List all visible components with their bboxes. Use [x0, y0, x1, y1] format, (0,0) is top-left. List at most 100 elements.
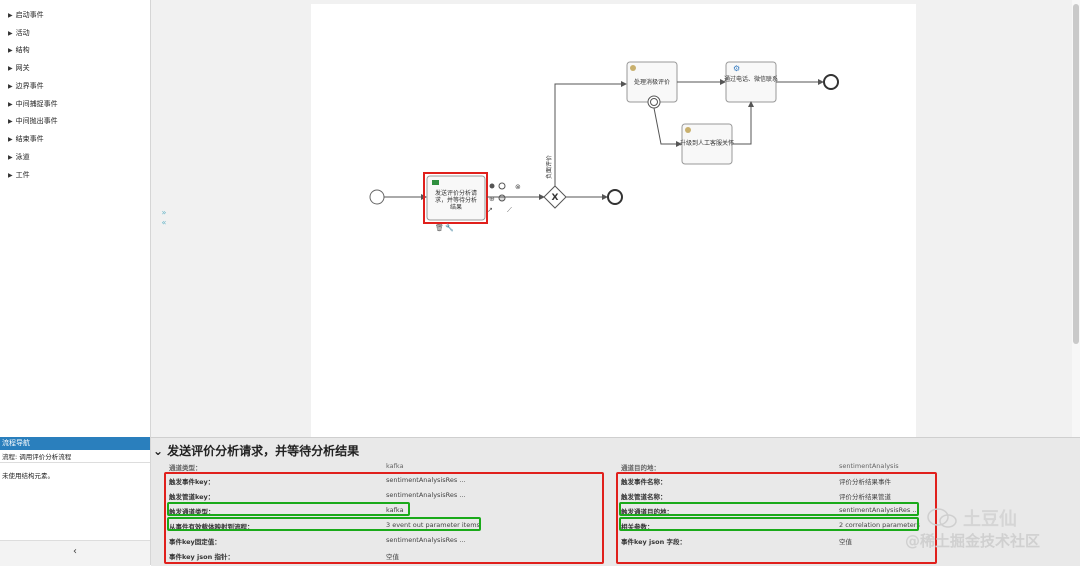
prop-label-channel-type: 通道类型：: [169, 464, 202, 472]
highlight-channel-type: [167, 502, 410, 516]
palette-item-intermediate-throw[interactable]: ▶中间抛出事件: [8, 116, 58, 126]
vertical-scrollbar[interactable]: [1072, 0, 1080, 437]
prop-value-trigger-event-name[interactable]: 评价分析结果事件: [839, 478, 891, 486]
highlight-channel-dest: [619, 502, 919, 516]
prop-label-trigger-channel-type: 触发通道类型：: [169, 508, 215, 516]
palette-item-start-event[interactable]: ▶启动事件: [8, 10, 44, 20]
watermark-sub: @稀土掘金技术社区: [905, 532, 1041, 550]
properties-title-text: 发送评价分析请求，并等待分析结果: [167, 444, 360, 458]
chevron-right-icon: ▶: [8, 29, 13, 37]
highlight-right-props: [616, 472, 937, 564]
prop-label-event-key-json-pointer: 事件key json 指针：: [169, 553, 235, 561]
chevron-right-icon: ▶: [8, 171, 13, 179]
timer-boundary-icon[interactable]: [647, 95, 661, 109]
prop-label-trigger-event-key: 触发事件key：: [169, 478, 215, 486]
prop-value-channel-dest[interactable]: sentimentAnalysis: [839, 462, 899, 470]
nav-process-item[interactable]: 流程: 调用评价分析流程: [0, 451, 150, 463]
prop-value-trigger-event-key[interactable]: sentimentAnalysisRes ...: [386, 476, 466, 484]
palette-item-label: 边界事件: [15, 82, 44, 90]
nav-header: 流程导航: [0, 437, 150, 450]
palette-item-artifact[interactable]: ▶工件: [8, 170, 30, 180]
palette-item-boundary-event[interactable]: ▶边界事件: [8, 81, 44, 91]
envelope-icon: [432, 180, 439, 185]
prop-label-correlation: 相关参数：: [621, 523, 654, 531]
palette-item-structure[interactable]: ▶结构: [8, 45, 30, 55]
chevron-right-icon: ▶: [8, 64, 13, 72]
palette-item-label: 中间抛出事件: [15, 117, 58, 125]
chevron-right-icon: ▶: [8, 11, 13, 19]
task-send-analysis[interactable]: [426, 175, 486, 221]
palette-item-intermediate-catch[interactable]: ▶中间捕捉事件: [8, 99, 58, 109]
chevron-right-icon: ▶: [8, 46, 13, 54]
palette-item-label: 网关: [15, 64, 30, 72]
delete-x-icon[interactable]: ⊗: [515, 183, 521, 191]
prop-value-correlation[interactable]: 2 correlation parameters: [839, 521, 920, 529]
prop-value-trigger-channel-dest[interactable]: sentimentAnalysisRes ...: [839, 506, 919, 514]
palette-item-label: 工件: [15, 171, 30, 179]
palette-item-label: 结构: [15, 46, 30, 54]
chevron-right-icon: ▶: [8, 117, 13, 125]
palette-sidebar: ▶启动事件 ▶活动 ▶结构 ▶网关 ▶边界事件 ▶中间捕捉事件 ▶中间抛出事件 …: [0, 0, 151, 566]
prop-label-payload-mapping: 从事件有效载体映射到流程：: [169, 523, 254, 531]
prop-value-trigger-channel-type[interactable]: kafka: [386, 506, 404, 514]
gateway-shortcut-icon[interactable]: ⊕: [489, 195, 495, 203]
prop-value-channel-type[interactable]: kafka: [386, 462, 404, 470]
prop-label-trigger-channel-dest: 触发通道目的地：: [621, 508, 673, 516]
scrollbar-thumb[interactable]: [1073, 4, 1079, 344]
palette-item-gateway[interactable]: ▶网关: [8, 63, 30, 73]
prop-label-event-key-fixed: 事件key固定值：: [169, 538, 221, 546]
end-event-notify[interactable]: [823, 74, 839, 90]
user-task-icon[interactable]: [489, 183, 495, 189]
palette-item-label: 活动: [15, 29, 30, 37]
palette-item-swimlane[interactable]: ▶泳道: [8, 152, 30, 162]
settings-wrench-icon[interactable]: 🔧: [445, 223, 454, 232]
canvas-area: »« 发送评价分析请求，并等待分析结果 ⊗ ⊕ ↗ ⟋ 🗑: [151, 0, 1080, 437]
highlight-payload-mapping: [167, 517, 481, 531]
collapse-button[interactable]: ‹: [0, 540, 150, 566]
chevron-right-icon: ▶: [8, 100, 13, 108]
gear-icon: ⚙: [733, 64, 740, 73]
prop-value-payload-mapping[interactable]: 3 event out parameter items: [386, 521, 480, 529]
chevron-right-icon: ▶: [8, 153, 13, 161]
prop-value-event-key-json-field[interactable]: 空值: [839, 538, 852, 546]
connect-arrow-icon[interactable]: ↗: [487, 206, 493, 214]
expand-panel-icon[interactable]: »«: [161, 208, 167, 227]
prop-value-trigger-pipe-name[interactable]: 评价分析结果管道: [839, 493, 891, 501]
task-upgrade-label: 升级到人工客服关怀: [680, 139, 734, 147]
chevron-left-icon: ‹: [73, 546, 77, 557]
prop-value-event-key-json-pointer[interactable]: 空值: [386, 553, 399, 561]
highlight-left-props: [164, 472, 604, 564]
properties-title[interactable]: ⌄ 发送评价分析请求，并等待分析结果: [153, 442, 359, 459]
palette-item-label: 泳道: [15, 153, 30, 161]
start-event[interactable]: [369, 189, 385, 205]
palette-item-end-event[interactable]: ▶结束事件: [8, 134, 44, 144]
chevron-down-icon[interactable]: ⌄: [153, 443, 164, 458]
prop-label-trigger-pipe-name: 触发管道名称：: [621, 493, 667, 501]
bpmn-diagram: 发送评价分析请求，并等待分析结果 ⊗ ⊕ ↗ ⟋ 🗑 🔧 X 负面评价: [369, 61, 839, 232]
gateway-symbol: X: [552, 193, 559, 203]
task-handle-label: 处理消极评价: [634, 78, 670, 86]
flow-label-negative: 负面评价: [545, 155, 553, 179]
watermark: 土豆仙 @稀土掘金技术社区: [905, 505, 1075, 553]
chevron-right-icon: ▶: [8, 82, 13, 90]
end-event-default[interactable]: [607, 189, 623, 205]
intermediate-event-icon[interactable]: [498, 194, 506, 202]
palette-item-label: 结束事件: [15, 135, 44, 143]
highlight-selected-task: [423, 172, 488, 224]
diagram-canvas[interactable]: 发送评价分析请求，并等待分析结果 ⊗ ⊕ ↗ ⟋ 🗑 🔧 X 负面评价: [311, 4, 916, 437]
prop-value-event-key-fixed[interactable]: sentimentAnalysisRes ...: [386, 536, 466, 544]
prop-label-event-key-json-field: 事件key json 字段：: [621, 538, 687, 546]
end-event-shortcut-icon[interactable]: [498, 182, 506, 190]
watermark-name: 土豆仙: [963, 509, 1017, 530]
prop-label-trigger-event-name: 触发事件名称：: [621, 478, 667, 486]
wrench-icon[interactable]: ⟋: [507, 206, 512, 214]
trash-icon[interactable]: 🗑: [435, 223, 444, 232]
highlight-correlation: [619, 517, 919, 531]
properties-panel: ⌄ 发送评价分析请求，并等待分析结果 通道类型： kafka 通道目的地： se…: [151, 437, 1080, 566]
chevron-right-icon: ▶: [8, 135, 13, 143]
palette-item-activity[interactable]: ▶活动: [8, 28, 30, 38]
prop-label-channel-dest: 通道目的地：: [621, 464, 660, 472]
exclusive-gateway[interactable]: [543, 185, 567, 209]
prop-value-trigger-pipe-key[interactable]: sentimentAnalysisRes ...: [386, 491, 466, 499]
prop-label-trigger-pipe-key: 触发管道key：: [169, 493, 215, 501]
